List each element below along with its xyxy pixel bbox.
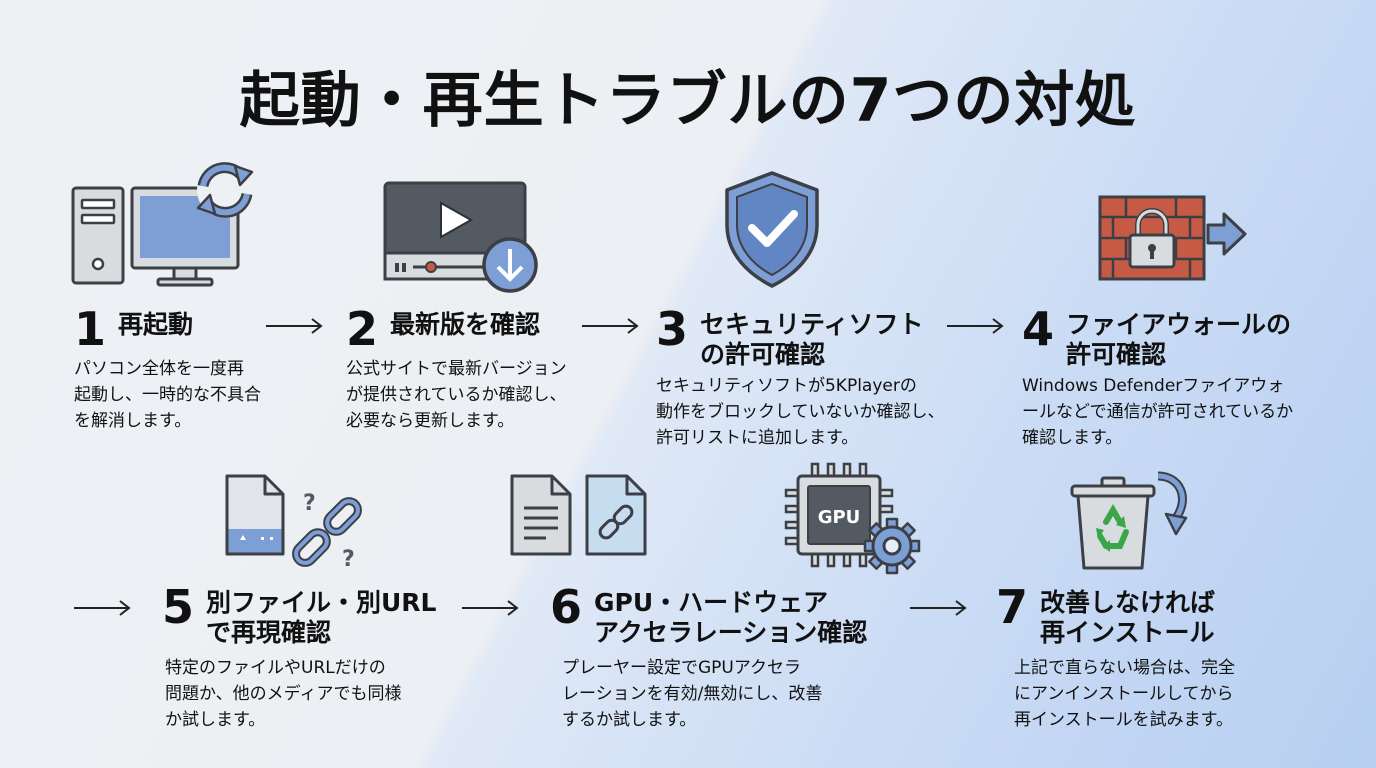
step-desc-line: セキュリティソフトが5KPlayerの — [656, 376, 917, 396]
svg-text:?: ? — [303, 491, 316, 516]
step-title-line: 再起動 — [118, 310, 194, 339]
security-shield-icon — [722, 170, 822, 290]
step-number: 2 — [346, 302, 379, 356]
step-title-line: の許可確認 — [700, 340, 826, 369]
flow-arrow-5-6 — [462, 600, 520, 620]
step-title-line: GPU・ハードウェア — [594, 588, 829, 617]
step-title: 別ファイル・別URL で再現確認 — [206, 588, 436, 648]
flow-arrow-1-2 — [266, 318, 324, 338]
step-3-header: 3 セキュリティソフト の許可確認 — [656, 306, 924, 370]
step-2-header: 2 最新版を確認 — [346, 306, 540, 352]
step-desc-line: 確認します。 — [1022, 428, 1123, 448]
step-desc-line: パソコン全体を一度再 — [74, 359, 244, 379]
step-7-description: 上記で直らない場合は、完全 にアンインストールしてから 再インストールを試みます… — [1014, 655, 1235, 733]
step-title: ファイアウォールの 許可確認 — [1066, 310, 1291, 370]
broken-link-file-icon: ? ? — [225, 474, 365, 574]
step-1-header: 1 再起動 — [74, 306, 193, 352]
page-title: 起動・再生トラブルの7つの対処 — [239, 66, 1137, 136]
step-desc-line: するか試します。 — [562, 710, 697, 730]
step-3-description: セキュリティソフトが5KPlayerの 動作をブロックしていないか確認し、 許可… — [656, 373, 945, 451]
step-title-line: 別ファイル・別URL — [206, 588, 437, 617]
step-number: 7 — [996, 580, 1029, 634]
step-title-line: 再インストール — [1040, 618, 1215, 647]
step-desc-line: 許可リストに追加します。 — [656, 428, 859, 448]
flow-arrow-4-5 — [74, 600, 132, 620]
step-number: 1 — [74, 302, 107, 356]
step-number: 4 — [1022, 302, 1055, 356]
step-desc-line: ールなどで通信が許可されているか — [1022, 402, 1294, 422]
step-title-line: アクセラレーション確認 — [594, 618, 868, 647]
step-desc-line: 公式サイトで最新バージョン — [346, 359, 567, 379]
step-title-line: 改善しなければ — [1040, 588, 1216, 617]
step-desc-line: が提供されているか確認し、 — [346, 385, 567, 405]
step-6-description: プレーヤー設定でGPUアクセラ レーションを有効/無効にし、改善 するか試します… — [562, 655, 822, 733]
step-desc-line: を解消します。 — [74, 411, 192, 431]
step-7-header: 7 改善しなければ 再インストール — [996, 584, 1215, 648]
recycle-bin-icon — [1066, 470, 1196, 572]
step-5-description: 特定のファイルやURLだけの 問題か、他のメディアでも同様 か試します。 — [165, 655, 401, 733]
step-number: 3 — [656, 302, 689, 356]
step-desc-line: Windows Defenderファイアウォ — [1022, 376, 1285, 396]
step-2-description: 公式サイトで最新バージョン が提供されているか確認し、 必要なら更新します。 — [346, 356, 567, 434]
step-5-header: 5 別ファイル・別URL で再現確認 — [162, 584, 436, 648]
gpu-chip-icon: GPU — [784, 462, 924, 578]
document-link-files-icon — [510, 474, 650, 558]
flow-arrow-3-4 — [947, 318, 1005, 338]
step-title-line: セキュリティソフト — [700, 310, 924, 339]
step-desc-line: プレーヤー設定でGPUアクセラ — [562, 658, 802, 678]
step-6-header: 6 GPU・ハードウェア アクセラレーション確認 — [550, 584, 867, 648]
step-desc-line: 問題か、他のメディアでも同様 — [165, 684, 402, 704]
step-title-line: 許可確認 — [1066, 340, 1167, 369]
flow-arrow-6-7 — [910, 600, 968, 620]
step-desc-line: 動作をブロックしていないか確認し、 — [656, 402, 945, 422]
step-title-line: ファイアウォールの — [1066, 310, 1292, 339]
svg-text:?: ? — [342, 547, 355, 572]
step-title: GPU・ハードウェア アクセラレーション確認 — [594, 588, 867, 648]
step-4-header: 4 ファイアウォールの 許可確認 — [1022, 306, 1291, 370]
video-update-icon — [383, 181, 543, 293]
step-title: 最新版を確認 — [390, 310, 540, 340]
step-title: 改善しなければ 再インストール — [1040, 588, 1215, 648]
firewall-icon — [1098, 195, 1248, 285]
step-desc-line: 特定のファイルやURLだけの — [165, 658, 386, 678]
computer-restart-icon — [70, 158, 260, 288]
step-4-description: Windows Defenderファイアウォ ールなどで通信が許可されているか … — [1022, 373, 1293, 451]
step-desc-line: か試します。 — [165, 710, 266, 730]
step-desc-line: 再インストールを試みます。 — [1014, 710, 1233, 730]
step-desc-line: レーションを有効/無効にし、改善 — [562, 684, 823, 704]
gpu-chip-label: GPU — [818, 507, 861, 528]
step-1-description: パソコン全体を一度再 起動し、一時的な不具合 を解消します。 — [74, 356, 261, 434]
flow-arrow-2-3 — [582, 318, 640, 338]
step-desc-line: 上記で直らない場合は、完全 — [1014, 658, 1235, 678]
step-title-line: で再現確認 — [206, 618, 332, 647]
step-desc-line: 必要なら更新します。 — [346, 411, 515, 431]
step-number: 5 — [162, 580, 195, 634]
step-title-line: 最新版を確認 — [390, 310, 541, 339]
step-number: 6 — [550, 580, 583, 634]
step-title: 再起動 — [118, 310, 193, 340]
step-desc-line: 起動し、一時的な不具合 — [74, 385, 261, 405]
step-desc-line: にアンインストールしてから — [1014, 684, 1234, 704]
step-title: セキュリティソフト の許可確認 — [700, 310, 924, 370]
